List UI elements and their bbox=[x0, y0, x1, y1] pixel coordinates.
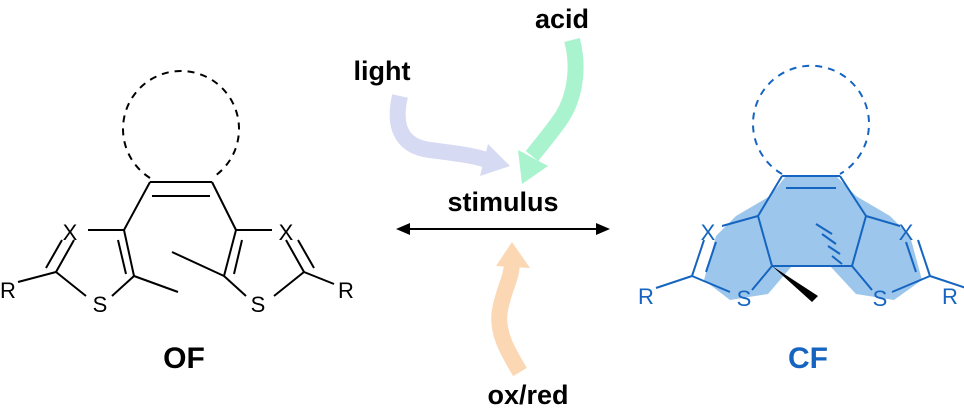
oxred-arrow bbox=[491, 242, 530, 377]
cf-s-right: S bbox=[873, 286, 888, 311]
of-s-left: S bbox=[93, 292, 108, 317]
cf-s-left: S bbox=[737, 286, 752, 311]
cf-x-right: X bbox=[899, 220, 914, 245]
cf-dashed-ring bbox=[752, 64, 870, 175]
of-s-right: S bbox=[251, 292, 266, 317]
of-x-right: X bbox=[279, 220, 294, 245]
cf-label: CF bbox=[788, 342, 828, 375]
stimulus-label: stimulus bbox=[447, 187, 558, 217]
of-r-right: R bbox=[338, 278, 354, 303]
cf-r-right: R bbox=[942, 284, 958, 309]
of-structure bbox=[17, 69, 335, 297]
light-label: light bbox=[354, 56, 411, 86]
cf-r-left: R bbox=[638, 284, 654, 309]
cf-ring-fill bbox=[704, 176, 922, 300]
of-label: OF bbox=[163, 342, 205, 375]
light-arrow bbox=[389, 94, 510, 176]
of-r-left: R bbox=[0, 278, 16, 303]
double-arrow bbox=[396, 223, 610, 235]
acid-arrow bbox=[518, 37, 584, 184]
of-x-left: X bbox=[63, 220, 78, 245]
oxred-label: ox/red bbox=[487, 380, 568, 410]
acid-label: acid bbox=[535, 4, 589, 34]
cf-x-left: X bbox=[701, 220, 716, 245]
of-dashed-ring bbox=[122, 69, 240, 179]
cf-structure bbox=[655, 64, 964, 302]
